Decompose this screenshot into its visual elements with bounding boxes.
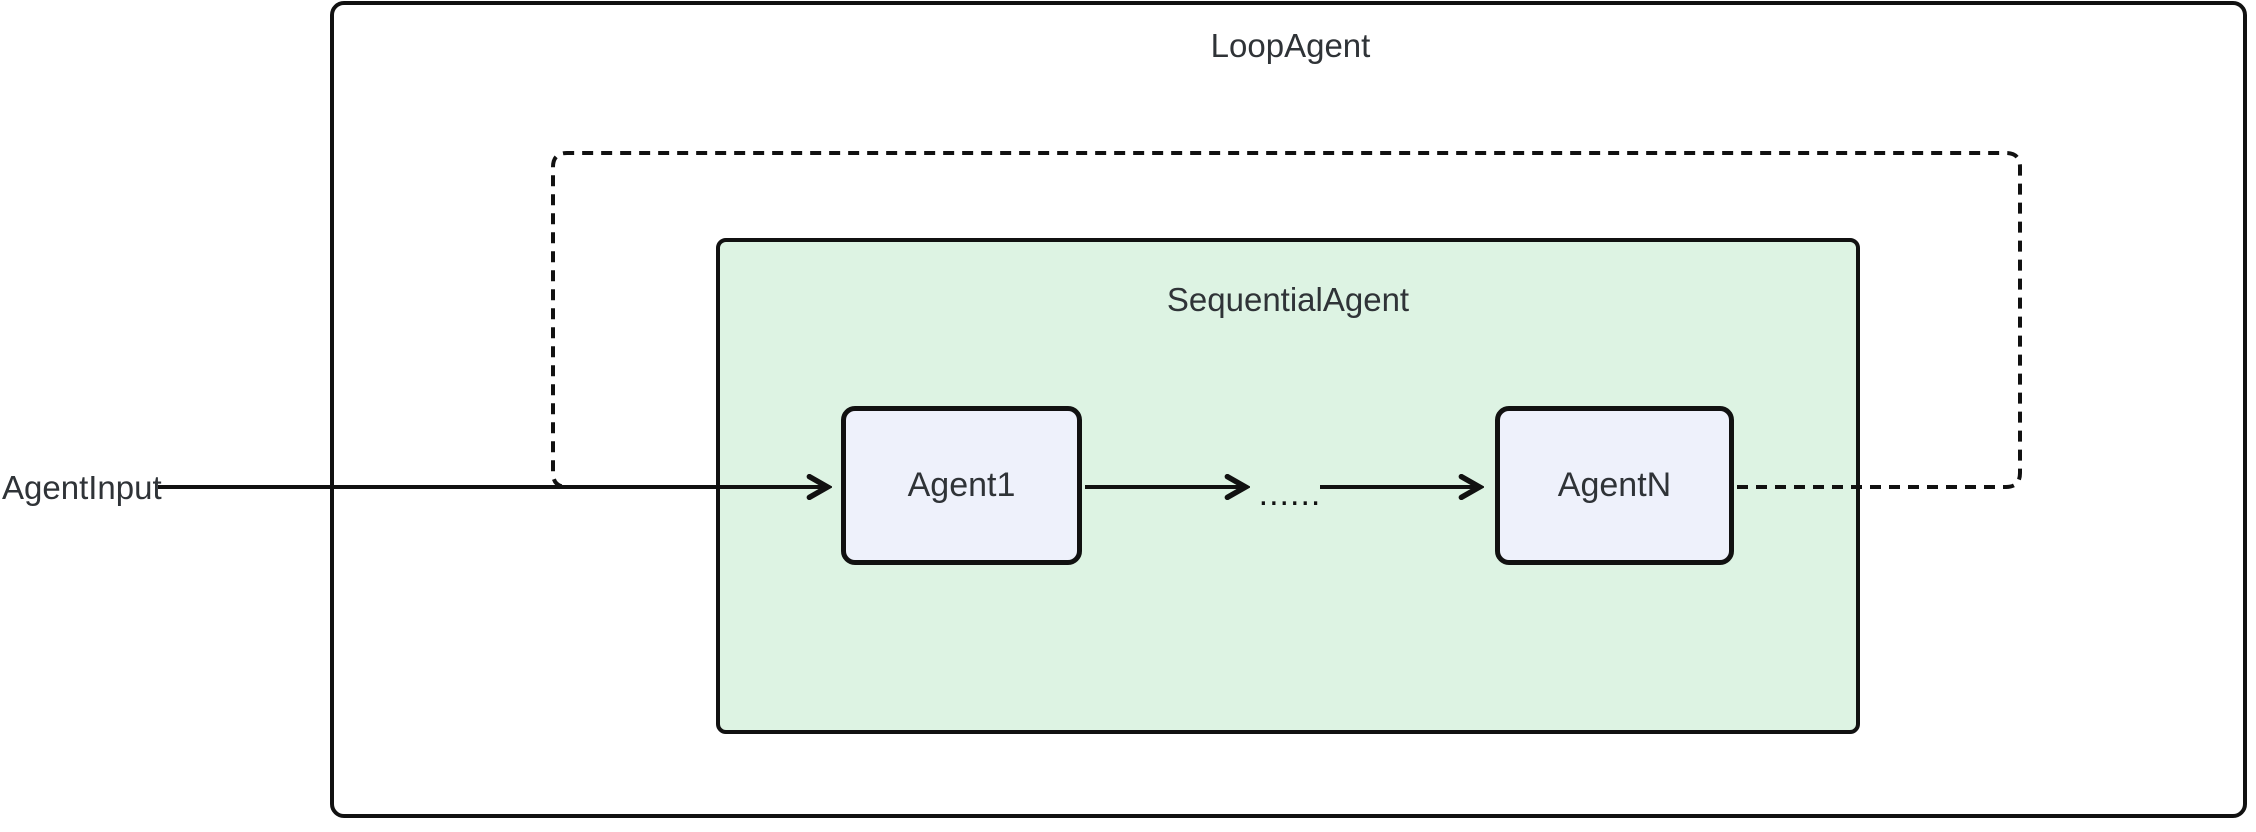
node-agent1-label: Agent1 xyxy=(907,466,1016,504)
node-agentn: AgentN xyxy=(1495,406,1734,565)
agent-input-label: AgentInput xyxy=(2,469,162,506)
node-agent1: Agent1 xyxy=(841,406,1082,565)
loop-agent-label: LoopAgent xyxy=(1210,27,1371,64)
sequential-agent-label: SequentialAgent xyxy=(1166,281,1410,318)
edge-ellipsis-label: ...... xyxy=(1258,475,1322,513)
node-agentn-label: AgentN xyxy=(1557,466,1672,504)
